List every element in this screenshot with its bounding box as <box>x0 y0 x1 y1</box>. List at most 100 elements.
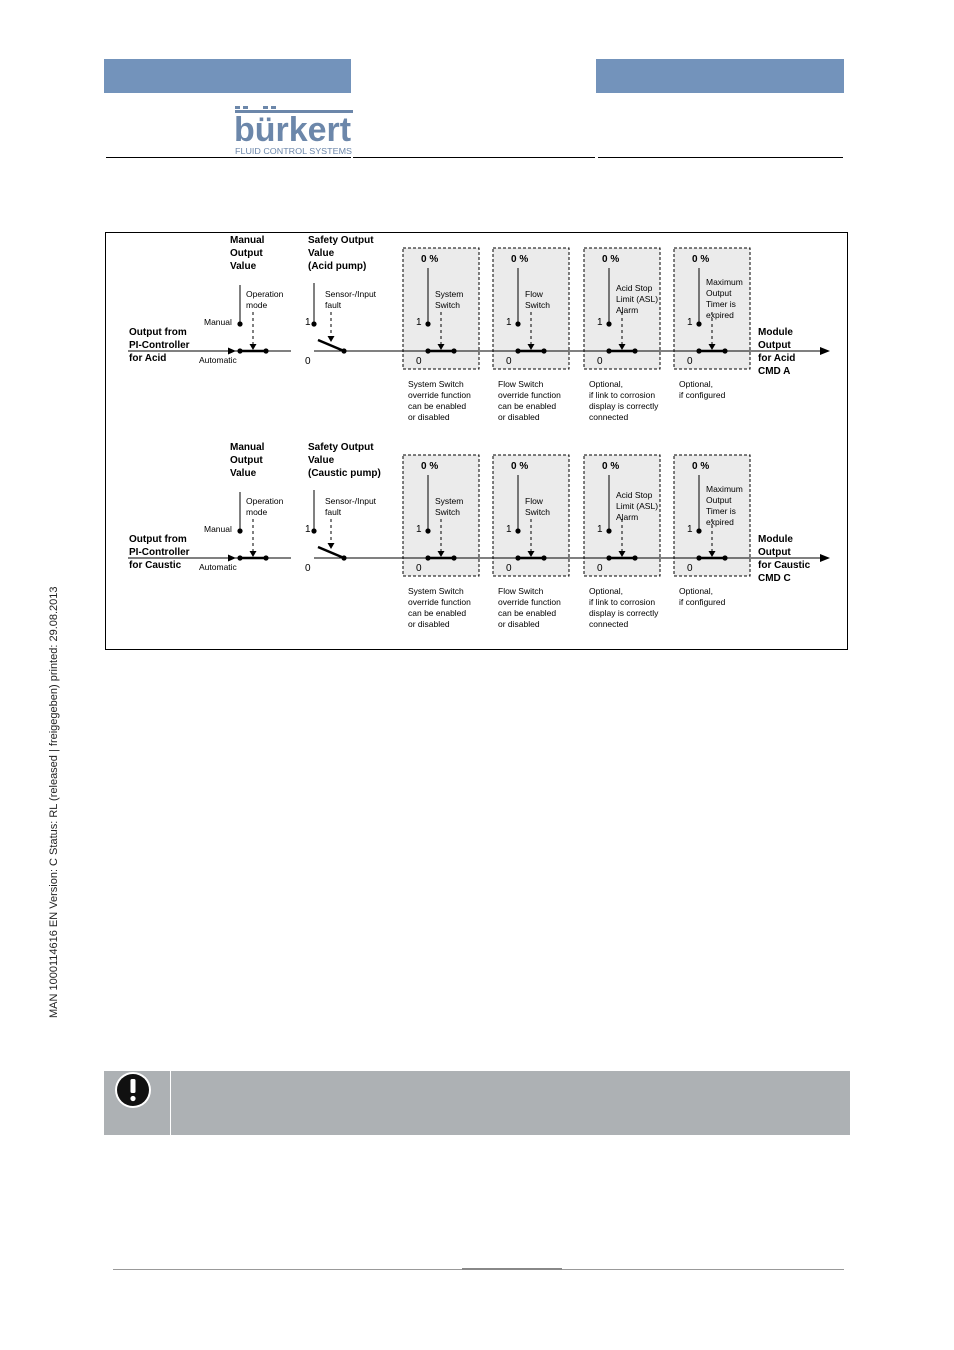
block-note: if link to corrosion <box>589 597 655 607</box>
header-bar-right <box>596 59 844 93</box>
position-one-label: 1 <box>597 524 603 535</box>
mode-control-arrow <box>249 344 257 350</box>
safety-output-heading: Safety Output <box>308 235 374 246</box>
logo-wordmark: bürkert <box>235 111 351 149</box>
position-one-label: 1 <box>305 317 311 328</box>
input-label: PI-Controller <box>129 547 190 558</box>
input-label: Output from <box>129 534 187 545</box>
safety-line-gap <box>291 348 314 354</box>
override-signal-label: Output <box>706 288 732 298</box>
mode-switch-contact <box>263 555 269 561</box>
override-switch-contact <box>541 348 547 354</box>
override-signal-label: expired <box>706 517 734 527</box>
zero-percent-label: 0 % <box>692 254 709 265</box>
override-control-arrow <box>527 551 535 557</box>
override-control-arrow <box>527 344 535 350</box>
manual-output-heading: Value <box>230 468 257 479</box>
override-switch-pivot <box>425 348 431 354</box>
safety-output-heading: (Caustic pump) <box>308 468 381 479</box>
safety-contact-1 <box>311 321 317 327</box>
safety-output-heading: Value <box>308 455 335 466</box>
block-note: can be enabled <box>498 401 556 411</box>
override-switch-contact <box>632 348 638 354</box>
override-contact-1 <box>606 321 612 327</box>
sensor-fault-label: fault <box>325 300 342 310</box>
override-switch-pivot <box>606 348 612 354</box>
block-note: Flow Switch <box>498 586 544 596</box>
override-signal-label: Flow <box>525 496 544 506</box>
override-switch-contact <box>541 555 547 561</box>
override-block <box>673 247 751 370</box>
override-control-arrow <box>708 551 716 557</box>
override-signal-label: Acid Stop <box>616 490 653 500</box>
input-label: PI-Controller <box>129 340 190 351</box>
automatic-label: Automatic <box>199 562 238 572</box>
block-note: or disabled <box>498 619 540 629</box>
input-arrow <box>228 554 236 562</box>
output-arrow <box>820 554 830 562</box>
override-signal-label: Flow <box>525 289 544 299</box>
override-signal-label: Maximum <box>706 277 743 287</box>
block-note: override function <box>408 597 471 607</box>
automatic-label: Automatic <box>199 355 238 365</box>
override-contact-1 <box>515 321 521 327</box>
mode-switch-pivot <box>237 555 243 561</box>
position-one-label: 1 <box>597 317 603 328</box>
header-bar-left <box>104 59 351 93</box>
block-note: System Switch <box>408 586 464 596</box>
override-control-arrow <box>708 344 716 350</box>
block-note: connected <box>589 619 628 629</box>
block-note: or disabled <box>498 412 540 422</box>
block-note: System Switch <box>408 379 464 389</box>
position-one-label: 1 <box>506 317 512 328</box>
override-control-arrow <box>437 344 445 350</box>
zero-percent-label: 0 % <box>602 254 619 265</box>
manual-label: Manual <box>204 524 232 534</box>
zero-percent-label: 0 % <box>421 254 438 265</box>
position-zero-label: 0 <box>305 563 311 574</box>
override-contact-1 <box>425 528 431 534</box>
block-note: connected <box>589 412 628 422</box>
override-signal-label: System <box>435 496 463 506</box>
operation-mode-label: mode <box>246 300 268 310</box>
position-one-label: 1 <box>687 524 693 535</box>
override-signal-label: expired <box>706 310 734 320</box>
override-switch-contact <box>722 555 728 561</box>
override-signal-label: System <box>435 289 463 299</box>
override-control-arrow <box>437 551 445 557</box>
override-switch-pivot <box>425 555 431 561</box>
safety-switch-contact <box>341 348 347 354</box>
manual-output-heading: Output <box>230 248 263 259</box>
override-contact-1 <box>606 528 612 534</box>
mode-control-arrow <box>249 551 257 557</box>
override-switch-pivot <box>515 348 521 354</box>
position-zero-label: 0 <box>687 563 693 574</box>
manual-output-heading: Output <box>230 455 263 466</box>
block-note: Flow Switch <box>498 379 544 389</box>
block-note: override function <box>498 597 561 607</box>
safety-output-heading: Value <box>308 248 335 259</box>
output-label: for Acid <box>758 353 795 364</box>
position-zero-label: 0 <box>305 356 311 367</box>
sensor-fault-label: Sensor-/Input <box>325 496 377 506</box>
override-contact-1 <box>425 321 431 327</box>
sensor-fault-label: fault <box>325 507 342 517</box>
zero-percent-label: 0 % <box>511 461 528 472</box>
override-control-arrow <box>618 551 626 557</box>
override-signal-label: Switch <box>525 300 550 310</box>
output-label: Output <box>758 547 791 558</box>
position-zero-label: 0 <box>506 563 512 574</box>
input-label: for Caustic <box>129 560 182 571</box>
logo-tagline: FLUID CONTROL SYSTEMS <box>235 147 352 156</box>
block-note: display is correctly <box>589 401 659 411</box>
position-zero-label: 0 <box>506 356 512 367</box>
override-signal-label: Limit (ASL) <box>616 501 658 511</box>
output-arrow <box>820 347 830 355</box>
position-zero-label: 0 <box>416 563 422 574</box>
position-one-label: 1 <box>305 524 311 535</box>
safety-switch-blade <box>317 545 345 560</box>
safety-output-heading: Safety Output <box>308 442 374 453</box>
output-label: CMD A <box>758 366 790 377</box>
